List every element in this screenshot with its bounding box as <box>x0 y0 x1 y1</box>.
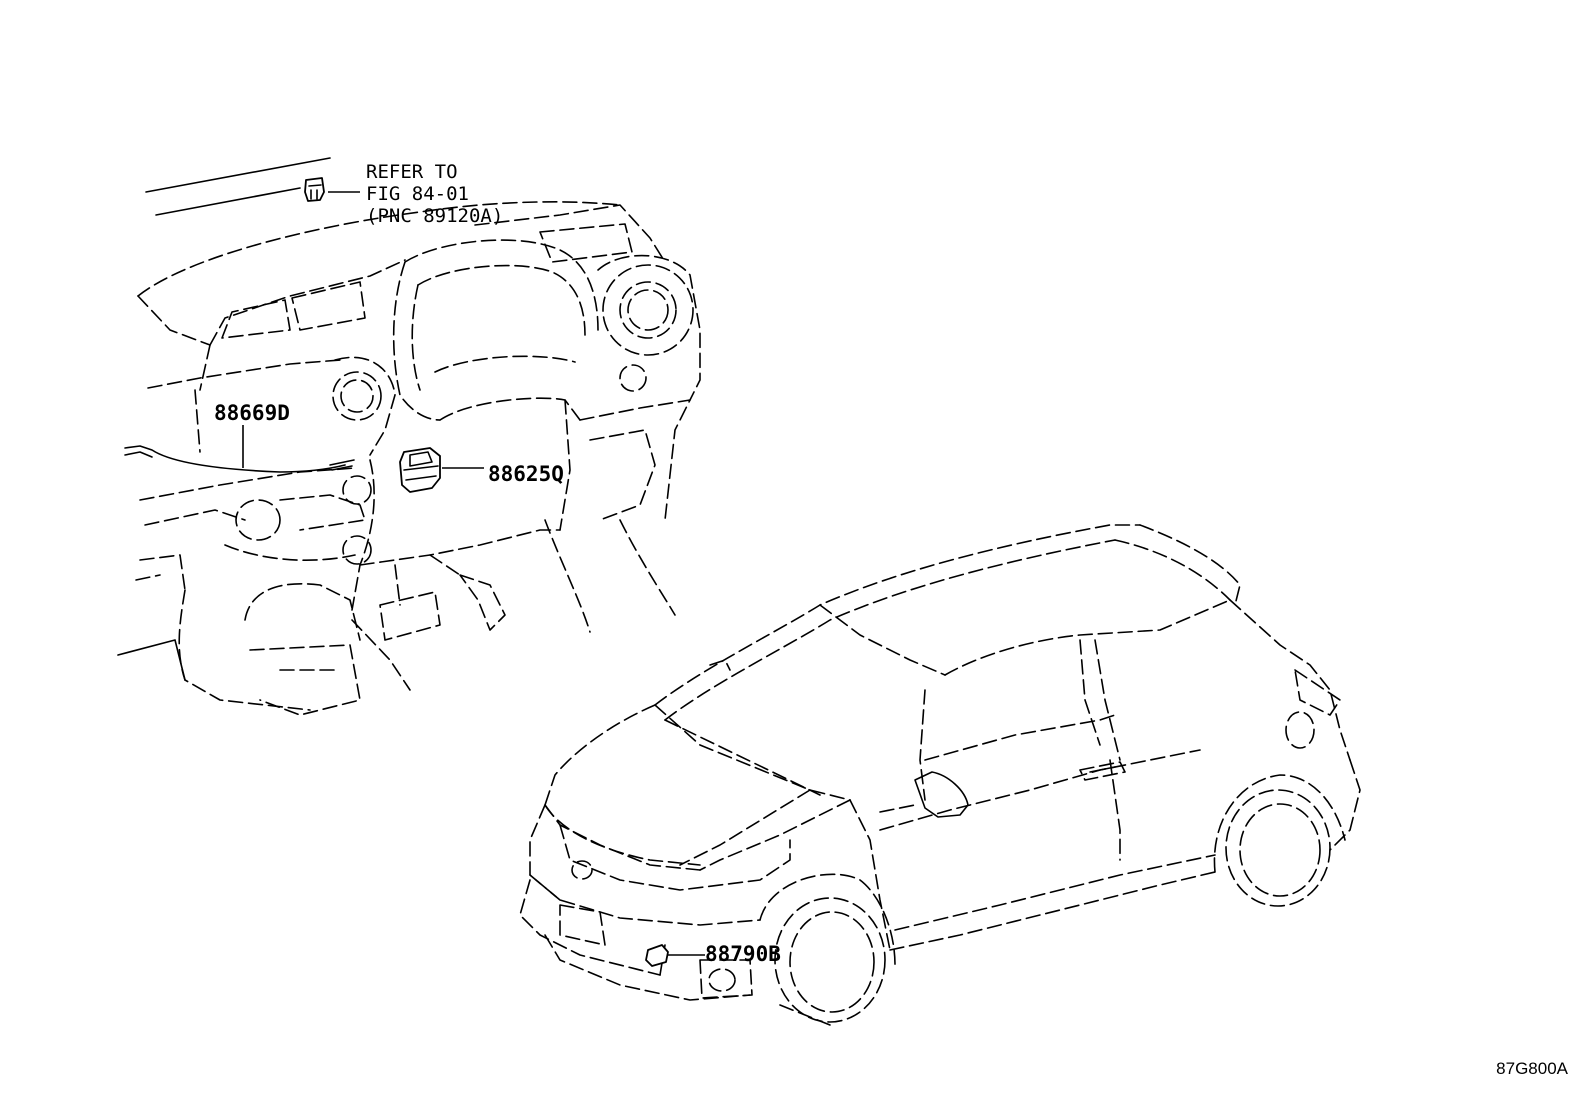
car-illustration <box>519 524 1361 1026</box>
clip-part-89120a <box>304 177 360 202</box>
refer-label-line3: (PNC 89120A) <box>366 205 503 227</box>
part-label-88790b: 88790B <box>705 942 781 966</box>
part-label-88625q: 88625Q <box>488 462 564 486</box>
refer-label-line2: FIG 84-01 <box>366 183 469 205</box>
sensor-part-88790b <box>645 944 705 967</box>
refer-label-line1: REFER TO <box>366 161 458 183</box>
dashboard-illustration <box>117 157 701 716</box>
part-label-88669d: 88669D <box>214 401 290 425</box>
figure-code: 87G800A <box>1496 1059 1568 1078</box>
ecu-part-88625q <box>399 447 484 493</box>
cable-part-88669d <box>124 425 355 473</box>
